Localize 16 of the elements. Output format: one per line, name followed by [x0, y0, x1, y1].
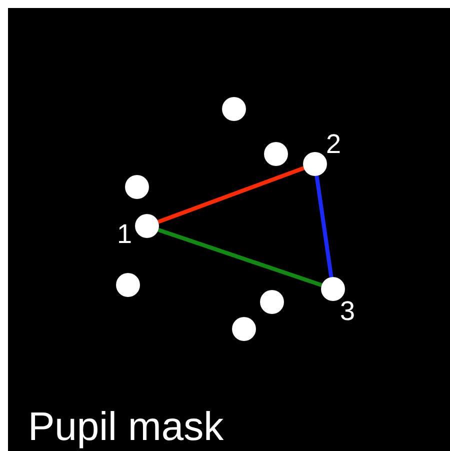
connector-line: [158, 228, 322, 288]
connector-line: [314, 176, 334, 278]
mask-dot: [116, 273, 140, 297]
mask-dot: [303, 152, 327, 176]
mask-dot: [125, 175, 149, 199]
connector-line: [158, 166, 304, 224]
mask-dot: [321, 277, 345, 301]
mask-dot: [260, 290, 284, 314]
mask-dot: [264, 142, 288, 166]
mask-dot: [135, 214, 159, 238]
point-number: 1: [117, 221, 132, 248]
mask-dot: [222, 97, 246, 121]
mask-dot: [232, 317, 256, 341]
point-number: 3: [340, 298, 356, 325]
point-number: 2: [326, 131, 342, 158]
caption-text: Pupil mask: [28, 407, 224, 447]
